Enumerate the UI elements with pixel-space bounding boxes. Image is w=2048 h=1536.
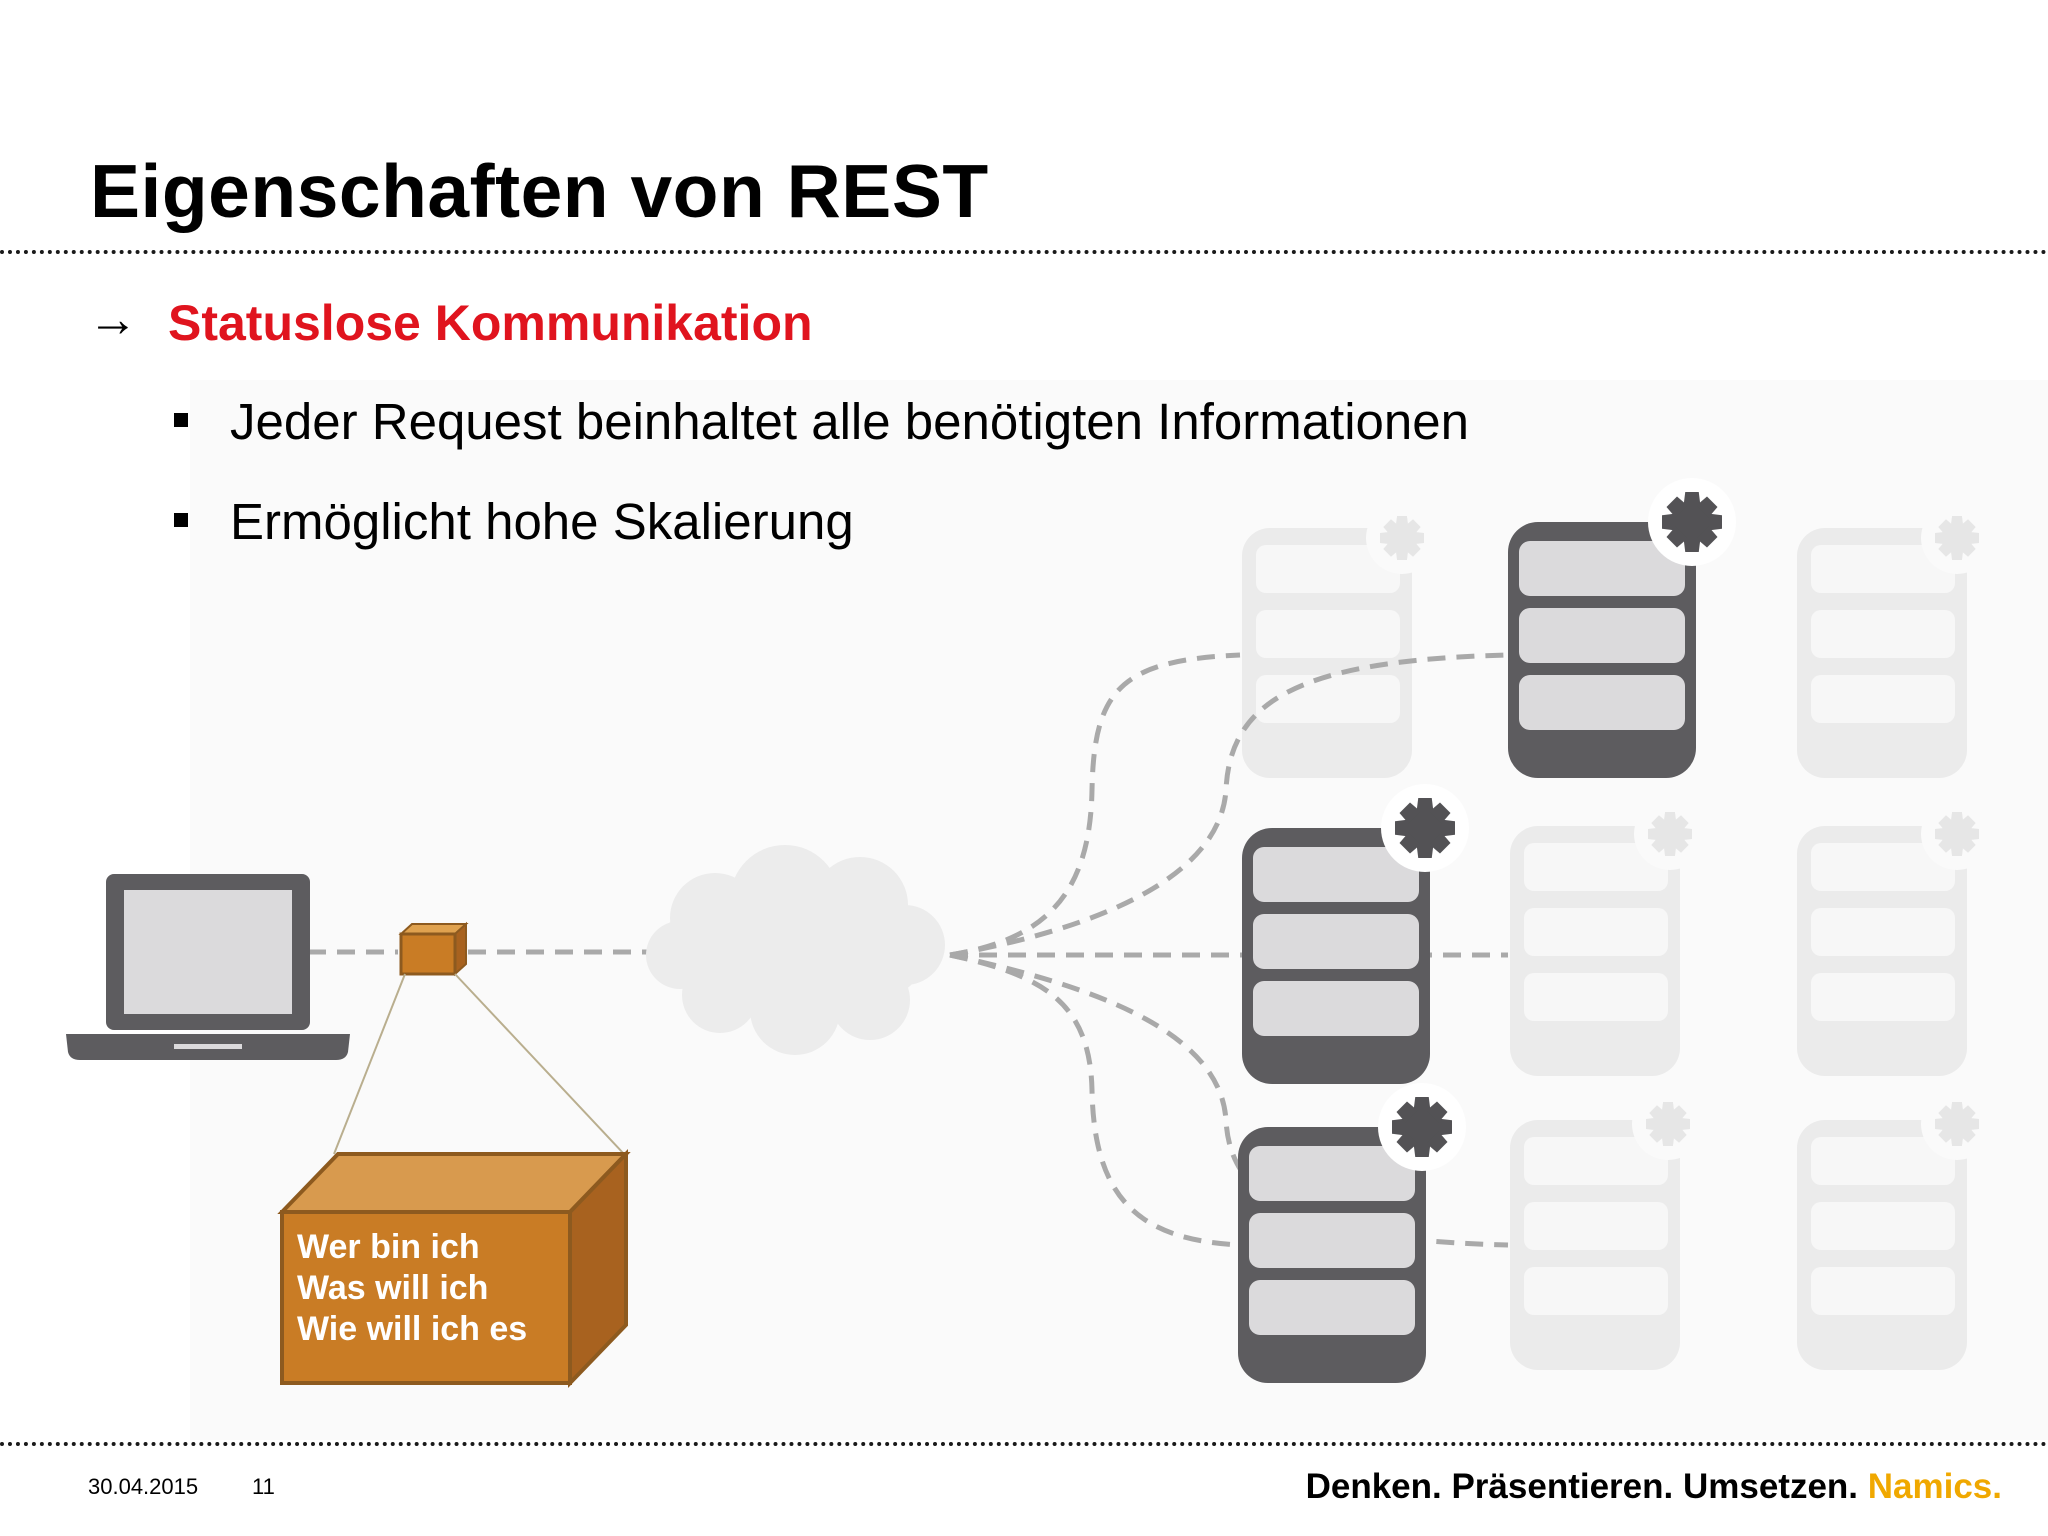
server-icon (1510, 798, 1706, 1076)
footer-slogan: Denken. Präsentieren. Umsetzen. Namics. (1306, 1467, 2002, 1507)
bullet-item: Ermöglicht hohe Skalierung (230, 493, 854, 550)
message-package (277, 1149, 631, 1388)
brand-name: Namics. (1867, 1467, 2002, 1506)
server-icon (1242, 784, 1469, 1084)
section-heading: Statuslose Kommunikation (168, 295, 813, 351)
footer-divider (0, 1442, 2048, 1446)
laptop-icon (66, 874, 350, 1060)
server-icon (1797, 798, 1993, 1076)
bullet-marker (174, 513, 188, 527)
server-icon (1508, 478, 1736, 778)
package-text-line: Was will ich (297, 1269, 489, 1307)
page-number: 11 (252, 1474, 275, 1499)
cloud-icon (646, 845, 945, 1055)
slide-title: Eigenschaften von REST (90, 149, 989, 233)
server-icon (1242, 502, 1438, 778)
server-icon (1797, 1088, 1993, 1370)
zoom-line (333, 973, 406, 1155)
package-text-line: Wer bin ich (297, 1228, 480, 1266)
slogan-text: Denken. Präsentieren. Umsetzen. (1305, 1467, 1859, 1506)
connection-lines (308, 652, 1509, 1248)
arrow-right-icon: → (88, 291, 138, 347)
server-icon (1238, 1083, 1466, 1383)
server-icon (1510, 1088, 1704, 1370)
bullet-marker (174, 413, 188, 427)
package-icon (398, 921, 469, 977)
bullet-item: Jeder Request beinhaltet alle benötigten… (230, 393, 1470, 450)
title-divider (0, 250, 2048, 254)
package-text-line: Wie will ich es (297, 1310, 528, 1348)
zoom-line (454, 973, 625, 1155)
server-icon (1797, 502, 1993, 778)
footer-date: 30.04.2015 (88, 1474, 199, 1499)
